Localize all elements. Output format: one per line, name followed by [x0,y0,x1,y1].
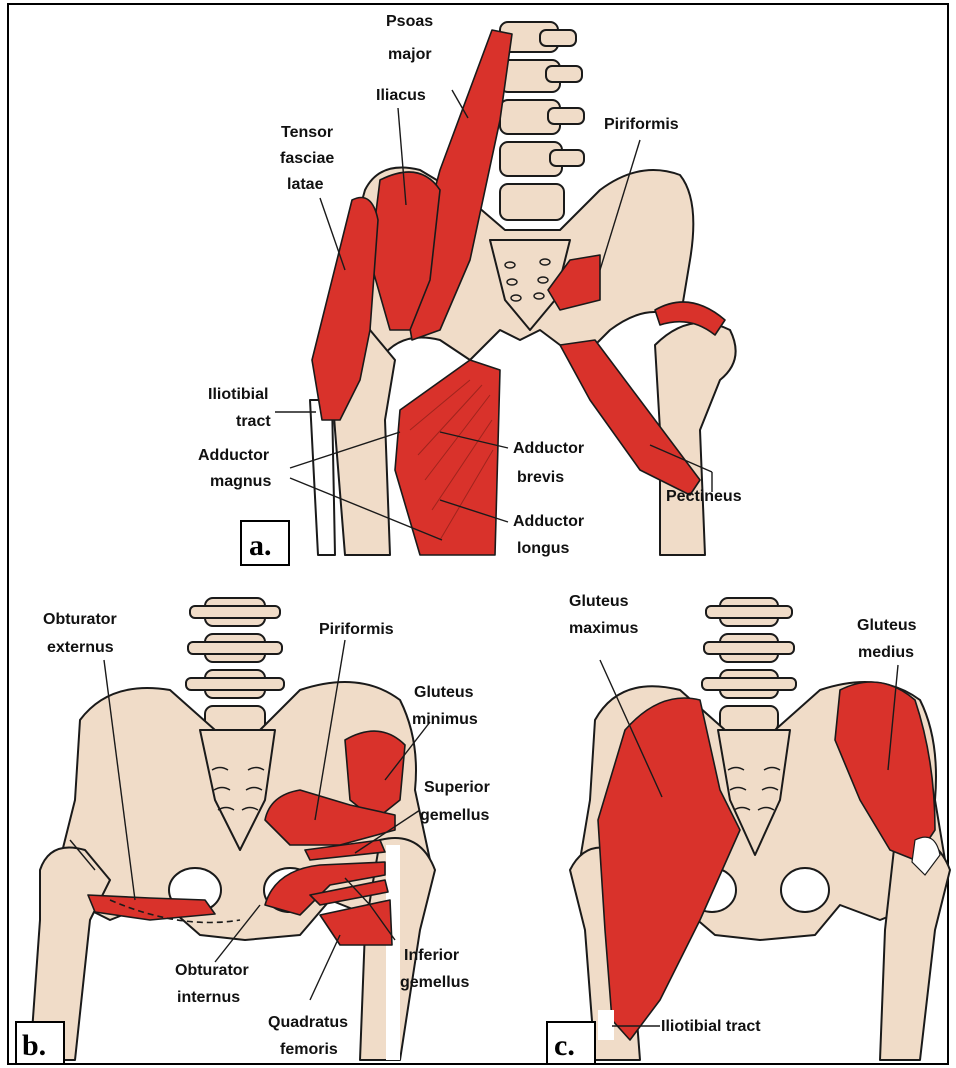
label-obturator-externus-line1: Obturator [43,611,117,628]
label-quadratus-femoris-line1: Quadratus [268,1014,348,1031]
label-iliacus: Iliacus [376,87,426,104]
iliotibial-strip-c [598,1010,614,1040]
panel-c-letter: c. [554,1029,575,1062]
label-tensor-line2: fasciae [280,150,334,167]
panel-b-letter: b. [22,1029,46,1062]
label-adductor-magnus-line2: magnus [210,473,271,490]
label-quadratus-femoris-line2: femoris [280,1041,338,1058]
label-obturator-externus-line2: externus [47,639,114,656]
label-gluteus-minimus-line2: minimus [412,711,478,728]
label-obturator-internus-line2: internus [177,989,240,1006]
label-iliotibial-line1: Iliotibial [208,386,268,403]
label-tensor-line1: Tensor [281,124,333,141]
label-psoas-major-line1: Psoas [386,13,433,30]
femur-highlight-b [386,845,400,1060]
label-gluteus-maximus-line1: Gluteus [569,593,629,610]
label-adductor-longus-line2: longus [517,540,570,557]
label-gluteus-medius-line2: medius [858,644,914,661]
label-piriformis-a: Piriformis [604,116,679,133]
label-obturator-internus-line1: Obturator [175,962,249,979]
label-adductor-magnus-line1: Adductor [198,447,269,464]
label-gluteus-minimus-line1: Gluteus [414,684,474,701]
label-gluteus-medius-line1: Gluteus [857,617,917,634]
label-psoas-major-line2: major [388,46,432,63]
label-adductor-brevis-line1: Adductor [513,440,584,457]
label-pectineus: Pectineus [666,488,742,505]
label-inferior-gemellus-line1: Inferior [404,947,459,964]
label-superior-gemellus-line2: gemellus [420,807,489,824]
label-inferior-gemellus-line2: gemellus [400,974,469,991]
label-adductor-longus-line1: Adductor [513,513,584,530]
label-iliotibial-line2: tract [236,413,271,430]
label-superior-gemellus-line1: Superior [424,779,490,796]
panel-a-letter: a. [249,529,272,562]
label-gluteus-maximus-line2: maximus [569,620,638,637]
label-iliotibial-tract-c: Iliotibial tract [661,1018,761,1035]
obturator-foramen-right-c [781,868,829,912]
label-piriformis-b: Piriformis [319,621,394,638]
label-adductor-brevis-line2: brevis [517,469,564,486]
label-tensor-line3: latae [287,176,324,193]
